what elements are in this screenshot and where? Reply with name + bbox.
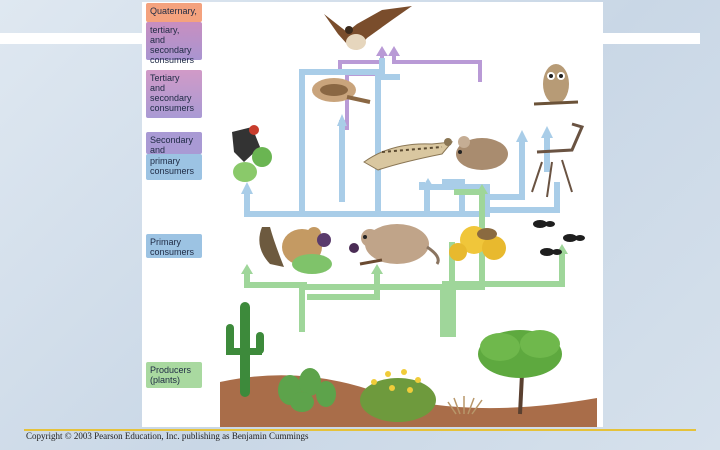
green-trunk (440, 287, 456, 337)
label-quaternary: Quaternary, (146, 3, 202, 22)
kangaroo-rat-icon (349, 224, 438, 264)
blue-arrows (247, 58, 557, 217)
owl-icon (534, 64, 578, 104)
arrowhead (516, 130, 528, 142)
mesquite-tree-icon (478, 330, 562, 414)
ants-icon (533, 220, 585, 256)
food-web-diagram (142, 2, 603, 427)
copyright-text: Copyright © 2003 Pearson Education, Inc.… (26, 431, 309, 441)
purple-arrows (340, 54, 480, 130)
label-tertiary-secondary-top: tertiary, and secondary consumers (146, 22, 202, 60)
arrowhead (241, 182, 253, 194)
arrowhead (371, 264, 383, 274)
arrowhead (241, 264, 253, 274)
arrowhead (388, 46, 400, 56)
hawk-icon (324, 6, 412, 50)
arrowhead (541, 126, 553, 138)
mouse-icon (456, 136, 508, 170)
label-tertiary-secondary: Tertiary and secondary consumers (146, 70, 202, 118)
woodpecker-icon (232, 125, 272, 182)
food-web-panel: Quaternary, tertiary, and secondary cons… (142, 2, 603, 427)
squirrel-icon (259, 227, 332, 274)
label-secondary-primary-bottom: primary consumers (146, 154, 202, 180)
bee-flower-icon (449, 226, 506, 261)
label-primary: Primary consumers (146, 234, 202, 258)
label-producers: Producers (plants) (146, 362, 202, 388)
arrowhead (376, 46, 388, 56)
brittlebush-icon (360, 369, 436, 422)
label-secondary-primary-top: Secondary and (146, 132, 202, 154)
snake-icon (312, 78, 370, 102)
